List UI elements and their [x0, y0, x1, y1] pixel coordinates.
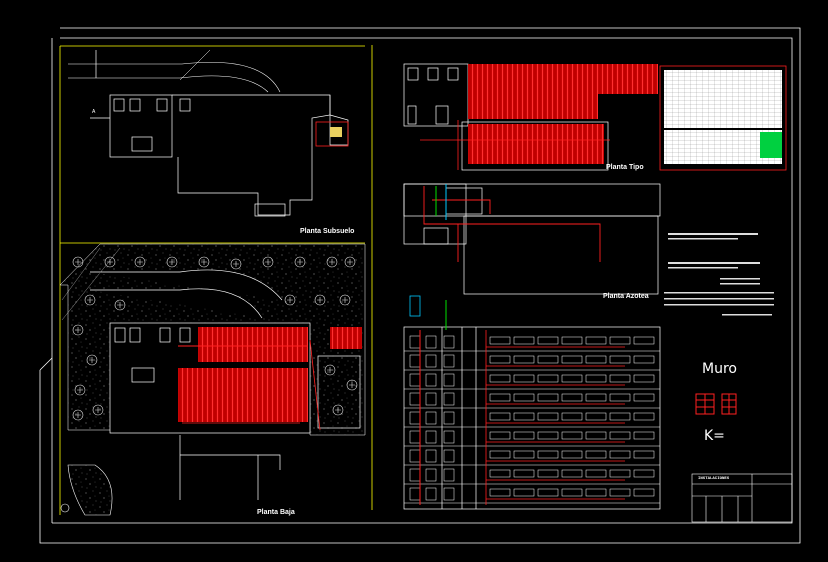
title-block-title: INSTALACIONES: [698, 477, 730, 481]
azotea-piping: [423, 186, 601, 262]
view-label-tipo: Planta Tipo: [606, 164, 644, 171]
svg-text:A: A: [92, 109, 96, 115]
legend-muro: Muro: [702, 361, 737, 377]
plan-azotea: [403, 183, 661, 295]
notes-block: [664, 233, 774, 316]
sheet-border: [39, 27, 801, 544]
title-block: [691, 473, 793, 523]
north-arrow-icon: [60, 503, 70, 513]
view-label-azotea: Planta Azotea: [603, 293, 649, 300]
legend-k: K=: [704, 428, 725, 444]
trees-hatch-icon: [72, 256, 358, 421]
plan-subsuelo: [68, 49, 349, 217]
view-label-subsuelo: Planta Subsuelo: [300, 228, 355, 235]
radiator-symbol-icon: [695, 393, 737, 415]
elevation-floors: [404, 335, 660, 504]
schedule-table: [659, 65, 787, 171]
view-label-baja: Planta Baja: [257, 509, 295, 516]
elevation-facade: [403, 326, 661, 510]
